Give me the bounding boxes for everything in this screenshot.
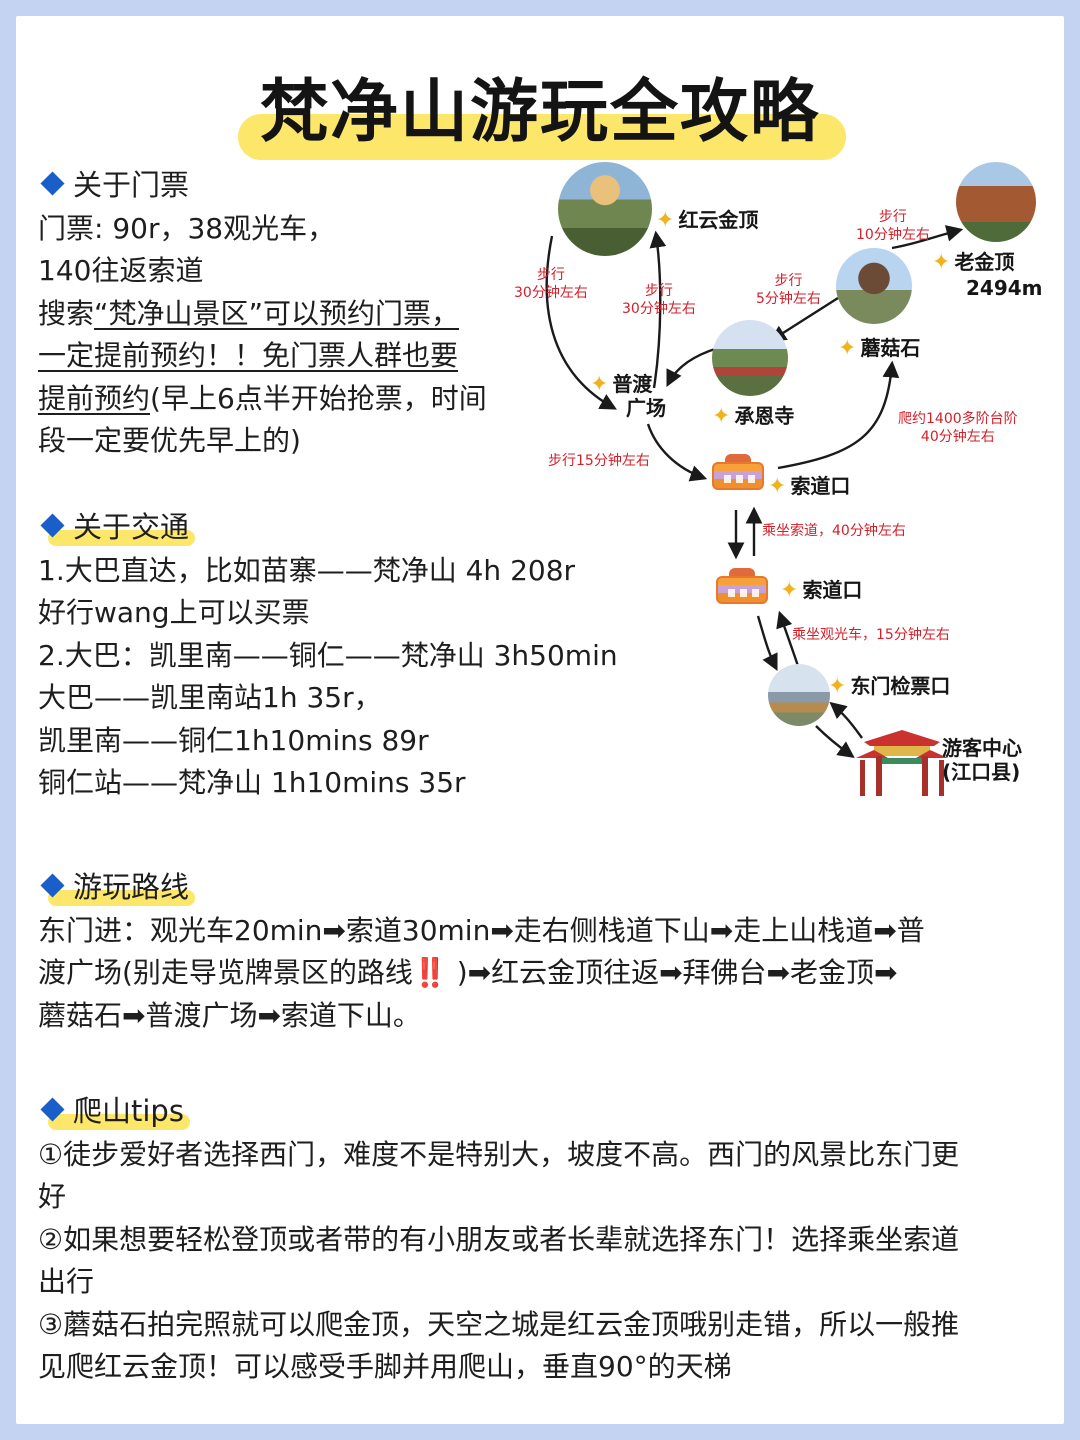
star-icon: ✦ bbox=[780, 578, 799, 603]
cable-car-icon bbox=[712, 454, 764, 494]
arrow-gate-to-visitor bbox=[815, 725, 855, 758]
tips-line: 出行 bbox=[38, 1265, 95, 1298]
place-suodao-lower: ✦索道口 bbox=[780, 578, 863, 603]
arrow-laojinding-to-mogushi bbox=[891, 225, 964, 250]
hongyun-photo bbox=[558, 162, 652, 256]
arrow-pudu-to-cable bbox=[646, 423, 708, 482]
mogushi-photo bbox=[836, 248, 912, 324]
tickets-line: 搜索“梵净山景区”可以预约门票， bbox=[38, 296, 460, 330]
tips-line: 好 bbox=[38, 1180, 67, 1213]
tips-line: ③蘑菇石拍完照就可以爬金顶，天空之城是红云金顶哦别走错，所以一般推 bbox=[38, 1307, 960, 1341]
chengensi-photo bbox=[712, 320, 788, 396]
tips-heading: 爬山tips bbox=[38, 1090, 190, 1132]
arrow-cable-to-mogushi bbox=[777, 360, 900, 470]
tickets-section: 关于门票 门票: 90r，38观光车， 140往返索道 搜索“梵净山景区”可以预… bbox=[38, 164, 558, 463]
place-chengensi: ✦承恩寺 bbox=[712, 404, 795, 429]
place-hongyun: ✦红云金顶 bbox=[656, 208, 759, 233]
transport-line: 铜仁站——梵净山 1h10mins 35r bbox=[38, 766, 466, 799]
transport-heading: 关于交通 bbox=[38, 506, 196, 548]
star-icon: ✦ bbox=[828, 674, 847, 699]
transport-line: 大巴——凯里南站1h 35r， bbox=[38, 681, 382, 714]
tickets-line: 门票: 90r，38观光车， bbox=[38, 211, 336, 245]
arrow-bus-up bbox=[776, 610, 800, 667]
star-icon: ✦ bbox=[712, 404, 731, 429]
tickets-line: 140往返索道 bbox=[38, 254, 204, 287]
arrow-pudu-to-hongyun bbox=[649, 230, 667, 389]
arrow-chengensi-to-pudu bbox=[666, 346, 719, 388]
visitor-center-gate-icon bbox=[856, 730, 948, 796]
star-icon: ✦ bbox=[838, 336, 857, 361]
tips-section: 爬山tips ①徒步爱好者选择西门，难度不是特别大，坡度不高。西门的风景比东门更… bbox=[38, 1090, 1048, 1389]
guide-card: 梵净山游玩全攻略 关于门票 门票: 90r，38观光车， 140往返索道 搜索“… bbox=[16, 16, 1064, 1424]
transport-line: 2.大巴：凯里南——铜仁——梵净山 3h50min bbox=[38, 638, 618, 672]
transport-line: 凯里南——铜仁1h10mins 89r bbox=[38, 723, 429, 757]
transport-section: 关于交通 1.大巴直达，比如苗寨——梵净山 4h 208r 好行wang上可以买… bbox=[38, 506, 698, 805]
page-title: 梵净山游玩全攻略 bbox=[259, 73, 820, 152]
tips-line: ②如果想要轻松登顶或者带的有小朋友或者长辈就选择东门！选择乘坐索道 bbox=[38, 1222, 960, 1256]
place-youke: 游客中心 bbox=[942, 736, 1022, 760]
tickets-line: 段一定要优先早上的) bbox=[38, 424, 301, 457]
note-walk-15: 步行15分钟左右 bbox=[548, 453, 650, 469]
star-icon: ✦ bbox=[932, 250, 951, 275]
route-map-arrows bbox=[545, 225, 964, 758]
cable-car-icon bbox=[716, 568, 768, 608]
place-mogushi: ✦蘑菇石 bbox=[838, 336, 921, 361]
arrow-visitor-to-gate bbox=[829, 701, 863, 739]
star-icon: ✦ bbox=[656, 208, 675, 233]
route-section: 游玩路线 东门进：观光车20min➡索道30min➡走右侧栈道下山➡走上山栈道➡… bbox=[38, 866, 1048, 1037]
place-youke-line2: (江口县) bbox=[942, 760, 1021, 784]
place-dongmen: ✦东门检票口 bbox=[828, 674, 951, 699]
dongmen-photo bbox=[768, 664, 830, 726]
transport-line: 1.大巴直达，比如苗寨——梵净山 4h 208r bbox=[38, 553, 576, 587]
transport-line: 好行wang上可以买票 bbox=[38, 596, 310, 629]
place-laojinding-altitude: 2494m bbox=[966, 276, 1043, 300]
tickets-line: 提前预约(早上6点半开始抢票，时间 bbox=[38, 381, 487, 415]
star-icon: ✦ bbox=[768, 474, 787, 499]
note-cable: 乘坐索道，40分钟左右 bbox=[762, 523, 906, 539]
tickets-line: 一定提前预约！！免门票人群也要 bbox=[38, 339, 459, 372]
star-icon: ✦ bbox=[590, 372, 609, 397]
route-line: 渡广场(别走导览牌景区的路线‼️ )➡红云金顶往返➡拜佛台➡老金顶➡ bbox=[38, 956, 898, 989]
arrow-mogushi-to-chengensi bbox=[769, 296, 839, 342]
tips-line: 见爬红云金顶！可以感受手脚并用爬山，垂直90°的天梯 bbox=[38, 1350, 732, 1383]
arrow-bus-down bbox=[756, 615, 778, 672]
route-line: 东门进：观光车20min➡索道30min➡走右侧栈道下山➡走上山栈道➡普 bbox=[38, 913, 925, 947]
place-pudu-line2: 广场 bbox=[626, 396, 666, 420]
arrow-hongyun-to-pudu bbox=[545, 235, 617, 410]
tips-line: ①徒步爱好者选择西门，难度不是特别大，坡度不高。西门的风景比东门更 bbox=[38, 1137, 960, 1171]
laojinding-photo bbox=[956, 162, 1036, 242]
title-block: 梵净山游玩全攻略 bbox=[16, 68, 1064, 160]
note-bus: 乘坐观光车，15分钟左右 bbox=[792, 627, 950, 643]
title-highlight bbox=[238, 114, 846, 160]
place-pudu: ✦普渡 bbox=[590, 372, 653, 397]
route-line: 蘑菇石➡普渡广场➡索道下山。 bbox=[38, 998, 421, 1032]
place-suodao-upper: ✦索道口 bbox=[768, 474, 851, 499]
route-heading: 游玩路线 bbox=[38, 866, 196, 908]
place-laojinding: ✦老金顶 bbox=[932, 250, 1015, 275]
tickets-heading: 关于门票 bbox=[38, 164, 189, 206]
route-map: ✦红云金顶 ✦老金顶 2494m ✦蘑菇石 ✦普渡 广场 ✦承恩寺 ✦索道口 ✦… bbox=[16, 16, 1064, 836]
